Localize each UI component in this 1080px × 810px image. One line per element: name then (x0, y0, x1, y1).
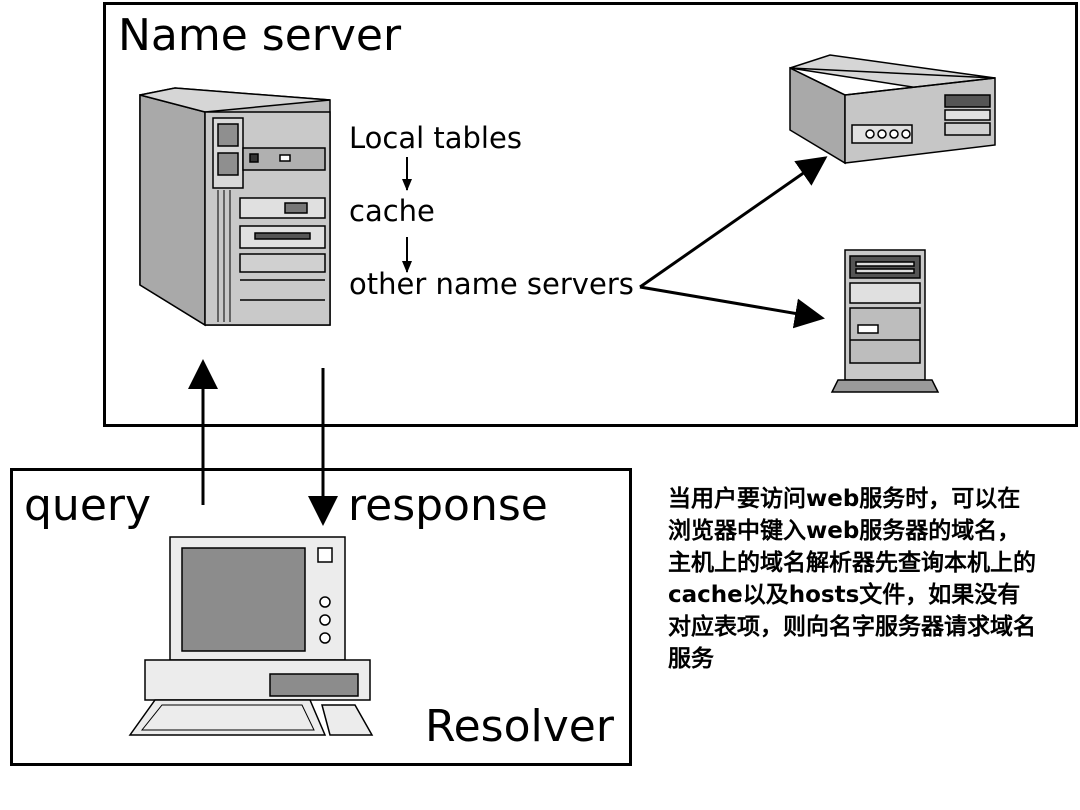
server-tower-icon (139, 87, 331, 327)
explanation-note: 当用户要访问web服务时，可以在浏览器中键入web服务器的域名，主机上的域名解析… (668, 486, 1036, 672)
step-other-name-servers: other name servers (349, 267, 634, 301)
arrow-to-desktop-server (639, 156, 828, 289)
name-server-title: Name server (118, 10, 402, 61)
response-label: response (348, 480, 548, 531)
rack-server-icon (830, 249, 940, 393)
step-local-tables: Local tables (349, 121, 522, 155)
pc-terminal-icon (128, 536, 374, 736)
resolver-title: Resolver (425, 701, 614, 752)
step-cache: cache (349, 194, 435, 228)
arrow-to-rack-server (639, 285, 825, 329)
desktop-server-icon (789, 54, 996, 165)
query-label: query (24, 480, 152, 531)
